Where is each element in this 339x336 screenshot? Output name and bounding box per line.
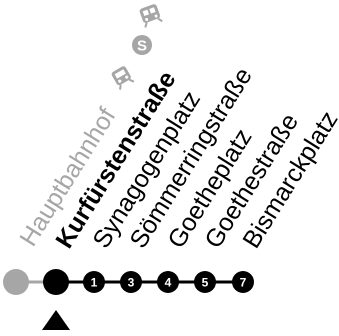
- stop-marker-goetheplatz: 4: [157, 271, 179, 293]
- current-position-triangle-icon: [42, 310, 70, 330]
- svg-text:S: S: [137, 38, 147, 55]
- stop-number: 4: [165, 276, 172, 290]
- stop-marker-synagogenplatz: 1: [83, 271, 105, 293]
- stop-number: 1: [91, 276, 98, 290]
- stop-marker-goethestrasse: 5: [194, 271, 216, 293]
- stop-marker-soemmerringstrasse: 3: [120, 271, 142, 293]
- s-bahn-icon: S: [132, 35, 152, 55]
- stop-number: 3: [128, 276, 135, 290]
- train-icon: [111, 66, 135, 90]
- stop-number: 5: [202, 276, 209, 290]
- stop-marker-bismarckplatz: 7: [232, 271, 254, 293]
- tram-icon: [139, 4, 163, 28]
- stop-marker-kurfuerstenstrasse: [43, 269, 69, 295]
- stop-number: 7: [240, 276, 247, 290]
- stop-marker-hauptbahnhof: [3, 269, 29, 295]
